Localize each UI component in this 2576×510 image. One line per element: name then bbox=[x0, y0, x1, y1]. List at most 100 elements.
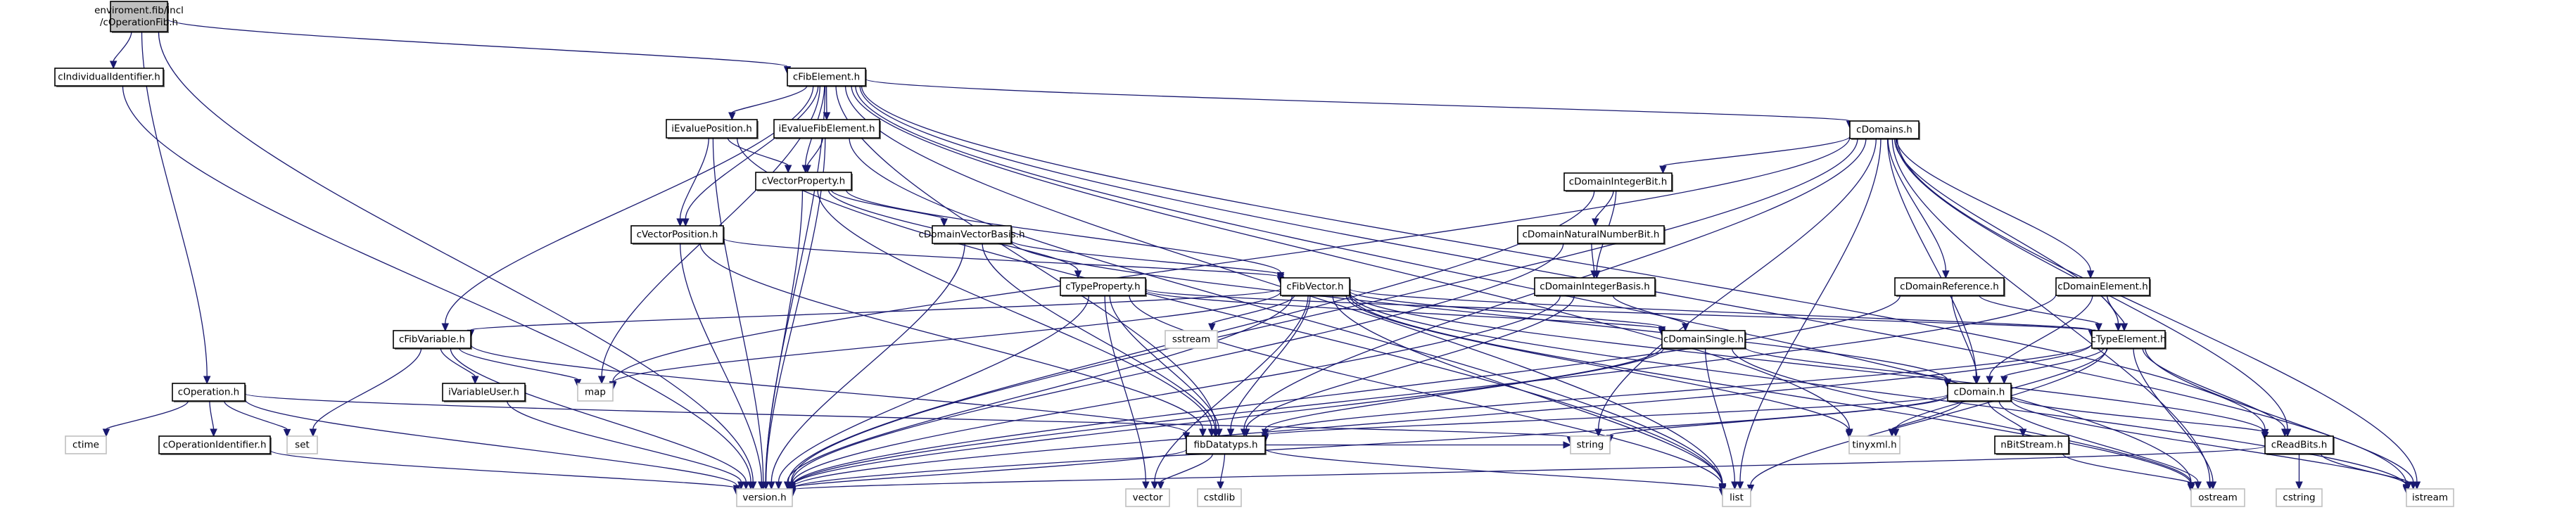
edge-cFibVector-to-version bbox=[787, 295, 1293, 483]
arrowhead-icon bbox=[2086, 270, 2095, 279]
node-label: cstring bbox=[2283, 492, 2315, 504]
node-cFibVector[interactable]: cFibVector.h bbox=[1280, 277, 1351, 297]
node-cTypeProperty[interactable]: cTypeProperty.h bbox=[1060, 277, 1147, 297]
node-ctime[interactable]: ctime bbox=[65, 435, 107, 454]
node-box[interactable] bbox=[65, 435, 107, 454]
node-cOperationIdentifier[interactable]: cOperationIdentifier.h bbox=[158, 435, 272, 455]
node-label: iVariableUser.h bbox=[448, 387, 519, 398]
node-box[interactable] bbox=[773, 119, 880, 139]
node-box[interactable] bbox=[630, 225, 724, 244]
node-box[interactable] bbox=[1534, 277, 1656, 296]
node-box[interactable] bbox=[1517, 225, 1665, 244]
node-cFibElement[interactable]: cFibElement.h bbox=[787, 68, 867, 87]
node-cDomainElement[interactable]: cDomainElement.h bbox=[2055, 277, 2151, 297]
node-string[interactable]: string bbox=[1570, 435, 1611, 454]
node-box[interactable] bbox=[1060, 277, 1146, 296]
node-box[interactable] bbox=[1661, 330, 1746, 349]
node-box[interactable] bbox=[666, 119, 758, 139]
node-iVariableUser[interactable]: iVariableUser.h bbox=[442, 383, 526, 402]
arrowhead-icon bbox=[441, 323, 450, 332]
edge-fibDatatyps-to-cstdlib bbox=[1219, 453, 1226, 483]
node-box[interactable] bbox=[787, 68, 866, 87]
node-version[interactable]: version.h bbox=[736, 488, 793, 507]
node-box[interactable] bbox=[2264, 435, 2334, 454]
node-iEvalueFibElement[interactable]: iEvalueFibElement.h bbox=[773, 119, 881, 139]
node-box[interactable] bbox=[1848, 435, 1901, 454]
node-box[interactable] bbox=[442, 383, 526, 402]
node-box[interactable] bbox=[1280, 277, 1350, 296]
node-cDomainIntegerBit[interactable]: cDomainIntegerBit.h bbox=[1563, 172, 1673, 192]
arrowhead-icon bbox=[2120, 323, 2128, 332]
node-box[interactable] bbox=[577, 383, 614, 402]
node-sstream[interactable]: sstream bbox=[1165, 330, 1218, 349]
node-cDomains[interactable]: cDomains.h bbox=[1849, 120, 1920, 140]
node-cIndividualIdentifier[interactable]: cIndividualIdentifier.h bbox=[54, 68, 165, 87]
node-list[interactable]: list bbox=[1722, 488, 1751, 507]
node-box[interactable] bbox=[1186, 435, 1266, 454]
node-label: cIndividualIdentifier.h bbox=[58, 72, 160, 83]
node-box[interactable] bbox=[932, 225, 1012, 244]
node-box[interactable] bbox=[1165, 330, 1218, 349]
node-box[interactable] bbox=[1570, 435, 1611, 454]
node-cVectorProperty[interactable]: cVectorProperty.h bbox=[755, 172, 853, 191]
node-box[interactable] bbox=[2276, 488, 2323, 507]
node-cDomainReference[interactable]: cDomainReference.h bbox=[1894, 277, 2005, 297]
node-cstring[interactable]: cstring bbox=[2276, 488, 2323, 507]
node-cDomainIntegerBasis[interactable]: cDomainIntegerBasis.h bbox=[1534, 277, 1656, 297]
node-box[interactable] bbox=[1125, 488, 1170, 507]
node-box[interactable] bbox=[286, 435, 318, 454]
node-box[interactable] bbox=[2091, 330, 2166, 349]
arrowhead-icon bbox=[2114, 323, 2122, 332]
node-box[interactable] bbox=[755, 172, 852, 191]
node-box[interactable] bbox=[1994, 435, 2069, 454]
node-vector[interactable]: vector bbox=[1125, 488, 1170, 507]
node-cDomainNaturalNumberBit[interactable]: cDomainNaturalNumberBit.h bbox=[1517, 225, 1665, 245]
edge-cTypeElement-to-version bbox=[792, 343, 2093, 488]
arrowhead-icon bbox=[1563, 441, 1572, 449]
node-box[interactable] bbox=[1894, 277, 2005, 296]
node-istream[interactable]: istream bbox=[2406, 488, 2454, 507]
node-box[interactable] bbox=[1722, 488, 1751, 507]
node-box[interactable] bbox=[1947, 383, 2012, 402]
node-cReadBits[interactable]: cReadBits.h bbox=[2264, 435, 2335, 455]
node-cTypeElement[interactable]: cTypeElement.h bbox=[2090, 330, 2166, 350]
node-cstdlib[interactable]: cstdlib bbox=[1197, 488, 1242, 507]
node-iEvaluePosition[interactable]: iEvaluePosition.h bbox=[666, 119, 759, 139]
node-cVectorPosition[interactable]: cVectorPosition.h bbox=[630, 225, 725, 245]
node-cDomain[interactable]: cDomain.h bbox=[1947, 383, 2012, 402]
node-box[interactable] bbox=[1197, 488, 1242, 507]
arrowhead-icon bbox=[2404, 481, 2412, 490]
node-nBitStream[interactable]: nBitStream.h bbox=[1994, 435, 2070, 455]
node-box[interactable] bbox=[1849, 120, 1920, 139]
node-tinyxml[interactable]: tinyxml.h bbox=[1848, 435, 1901, 454]
node-label: cDomains.h bbox=[1856, 125, 1912, 136]
node-cDomainVectorBasis[interactable]: cDomainVectorBasis.h bbox=[918, 225, 1025, 245]
edge-cOperation-to-version bbox=[244, 399, 737, 486]
arrowhead-icon bbox=[2019, 428, 2027, 438]
node-box[interactable] bbox=[393, 330, 471, 349]
arrowhead-icon bbox=[309, 428, 317, 438]
edge-cDomains-to-istream bbox=[1896, 138, 2418, 483]
node-box[interactable] bbox=[2055, 277, 2150, 296]
node-set[interactable]: set bbox=[286, 435, 318, 454]
node-cFibVariable[interactable]: cFibVariable.h bbox=[393, 330, 472, 350]
arrowhead-icon bbox=[2209, 481, 2217, 490]
node-cOperation[interactable]: cOperation.h bbox=[172, 383, 246, 402]
node-box[interactable] bbox=[54, 68, 164, 87]
node-label: set bbox=[295, 440, 310, 451]
node-box[interactable] bbox=[2406, 488, 2454, 507]
node-box[interactable] bbox=[736, 488, 793, 507]
edge-cFibVariable-to-iVariableUser bbox=[440, 348, 476, 377]
node-box[interactable] bbox=[172, 383, 246, 402]
edge-cFibVector-to-list bbox=[1332, 295, 1723, 484]
node-ostream[interactable]: ostream bbox=[2190, 488, 2245, 507]
node-box[interactable] bbox=[110, 1, 168, 32]
node-cOperationFib[interactable]: enviroment.fib/incl/cOperationFib.h bbox=[94, 1, 184, 33]
node-box[interactable] bbox=[158, 435, 271, 454]
node-cDomainSingle[interactable]: cDomainSingle.h bbox=[1661, 330, 1746, 350]
node-fibDatatyps[interactable]: fibDatatyps.h bbox=[1186, 435, 1267, 455]
arrowhead-icon bbox=[1592, 218, 1599, 227]
node-box[interactable] bbox=[1563, 172, 1673, 191]
node-map[interactable]: map bbox=[577, 383, 614, 402]
node-box[interactable] bbox=[2190, 488, 2245, 507]
